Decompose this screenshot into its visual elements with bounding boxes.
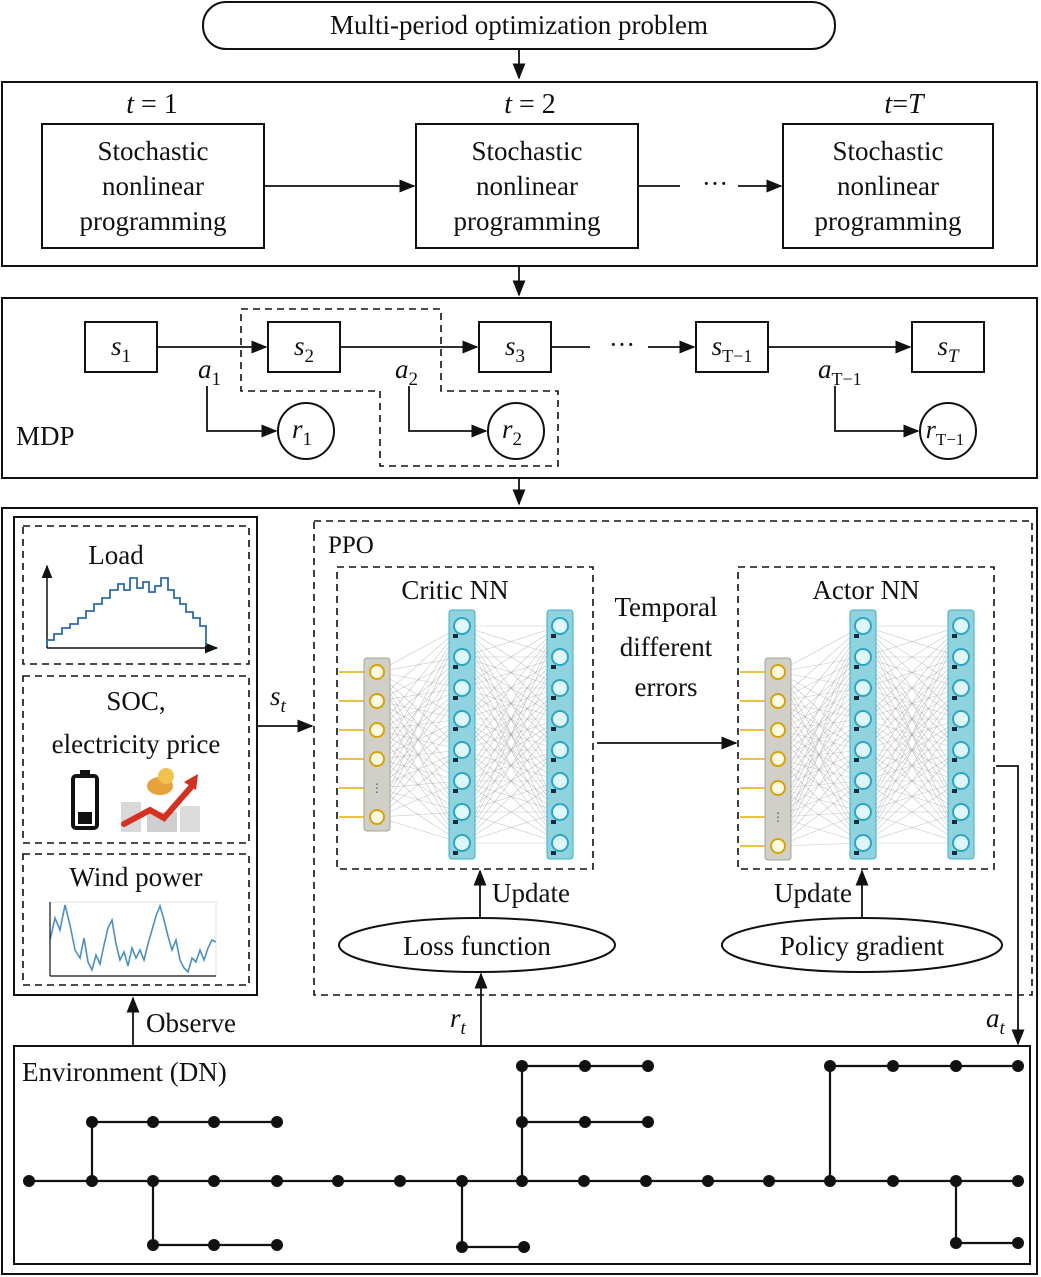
- actor-update-label: Update: [774, 878, 852, 908]
- distribution-network-graphic: [23, 1060, 1024, 1253]
- wind-title: Wind power: [69, 862, 202, 892]
- ppo-panel: [313, 520, 1033, 996]
- mdp-label: MDP: [16, 421, 75, 451]
- svg-text:⋮: ⋮: [772, 810, 784, 824]
- period-label-1: t = 1: [126, 89, 178, 120]
- state-st-label: st: [270, 681, 287, 717]
- loss-function-ellipse: [338, 917, 616, 973]
- svg-text:⋮: ⋮: [371, 781, 383, 795]
- critic-nn-title: Critic NN: [401, 575, 508, 605]
- price-chart-icon: [121, 768, 200, 832]
- reward-rt-label: rt: [450, 1003, 467, 1039]
- period-label-2: t = 2: [504, 89, 556, 120]
- svg-text:s1: s1: [111, 331, 131, 367]
- arrow-a1-r1: [206, 386, 278, 438]
- svg-text:Stochastic: Stochastic: [833, 136, 944, 166]
- mdp-dashed-step: [240, 308, 559, 467]
- svg-text:rT−1: rT−1: [926, 415, 965, 449]
- td-line-2: different: [620, 632, 713, 662]
- svg-text:sT−1: sT−1: [712, 331, 753, 366]
- svg-text:programming: programming: [454, 206, 601, 236]
- period-box-1: Stochastic nonlinear programming: [41, 123, 265, 249]
- wind-chart: [49, 901, 217, 977]
- policy-gradient-label: Policy gradient: [780, 931, 945, 961]
- soc-title: SOC,: [106, 686, 165, 716]
- period-ellipsis: ···: [702, 169, 728, 198]
- critic-network-graphic: ⋮: [339, 609, 574, 860]
- action-a1: a1: [198, 354, 221, 390]
- period-label-T: t=T: [884, 89, 926, 120]
- actor-nn-title: Actor NN: [812, 575, 919, 605]
- electricity-price-title: electricity price: [52, 729, 221, 759]
- arrow-aTm1-rTm1: [834, 386, 920, 438]
- svg-text:r2: r2: [502, 414, 522, 450]
- svg-text:sT: sT: [937, 331, 960, 367]
- wind-subpanel: [22, 853, 250, 986]
- state-s2: s2: [267, 321, 341, 373]
- actor-nn-panel: [737, 566, 995, 870]
- policy-gradient-ellipse: [721, 917, 1003, 973]
- state-s1: s1: [84, 321, 158, 373]
- load-title: Load: [88, 540, 144, 570]
- state-sT: sT: [911, 321, 985, 373]
- period-box-2: Stochastic nonlinear programming: [415, 123, 639, 249]
- state-sTm1: sT−1: [695, 321, 769, 373]
- svg-text:r1: r1: [292, 414, 312, 450]
- period-box-T: Stochastic nonlinear programming: [782, 123, 994, 249]
- soc-price-subpanel: [22, 675, 250, 844]
- svg-text:nonlinear: nonlinear: [476, 171, 578, 201]
- reward-rTm1: rT−1: [919, 402, 977, 460]
- arrow-a2-r2: [408, 386, 488, 438]
- td-line-1: Temporal: [614, 592, 717, 622]
- loss-function-label: Loss function: [403, 931, 551, 961]
- svg-text:programming: programming: [80, 206, 227, 236]
- svg-text:nonlinear: nonlinear: [837, 171, 939, 201]
- svg-text:Stochastic: Stochastic: [98, 136, 209, 166]
- battery-icon: [71, 770, 99, 830]
- arrow-action-at: [996, 765, 1025, 1046]
- critic-update-label: Update: [492, 878, 570, 908]
- reward-r2: r2: [487, 402, 545, 460]
- environment-label: Environment (DN): [22, 1057, 227, 1087]
- action-aTm1: aT−1: [818, 354, 862, 389]
- action-at-label: at: [986, 1003, 1006, 1039]
- problem-title: Multi-period optimization problem: [330, 10, 708, 40]
- mdp-ellipsis: ···: [609, 330, 635, 359]
- load-chart: [41, 564, 219, 654]
- action-a2: a2: [395, 354, 418, 390]
- svg-text:Stochastic: Stochastic: [472, 136, 583, 166]
- svg-text:s2: s2: [294, 331, 314, 367]
- ppo-label: PPO: [328, 532, 374, 559]
- reward-r1: r1: [277, 402, 335, 460]
- svg-text:nonlinear: nonlinear: [102, 171, 204, 201]
- actor-network-graphic: ⋮: [740, 609, 975, 861]
- critic-nn-panel: [336, 566, 594, 870]
- state-s3: s3: [478, 321, 552, 373]
- observe-label: Observe: [146, 1008, 236, 1038]
- svg-text:programming: programming: [815, 206, 962, 236]
- td-line-3: errors: [635, 672, 698, 702]
- load-subpanel: [22, 525, 250, 665]
- svg-text:s3: s3: [505, 331, 525, 367]
